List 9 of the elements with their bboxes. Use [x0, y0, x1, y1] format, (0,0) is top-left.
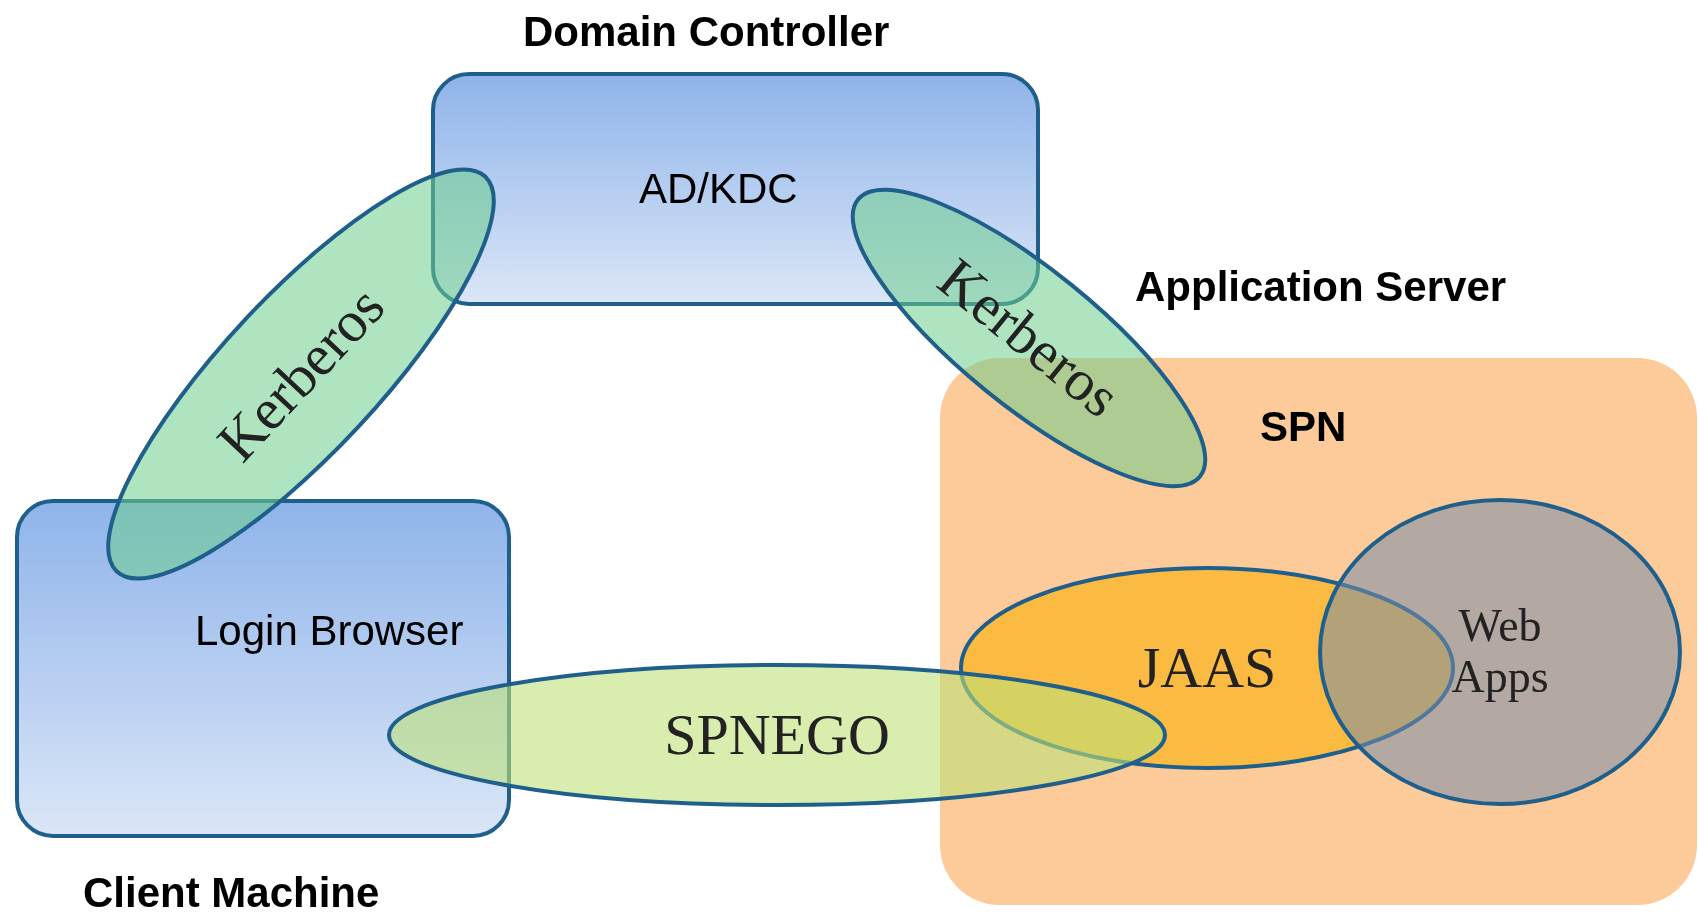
panel-text: Login Browser: [195, 607, 464, 655]
panel-heading: Application Server: [1135, 263, 1507, 311]
ellipse-label: SPNEGO: [664, 703, 890, 767]
panel-heading: Client Machine: [83, 869, 380, 917]
panel-heading: Domain Controller: [523, 8, 890, 56]
ellipse-label: JAAS: [1137, 636, 1277, 700]
panel-text: AD/KDC: [639, 165, 798, 213]
panel-subheading: SPN: [1260, 403, 1347, 451]
ellipse-label: Web Apps: [1450, 601, 1550, 703]
